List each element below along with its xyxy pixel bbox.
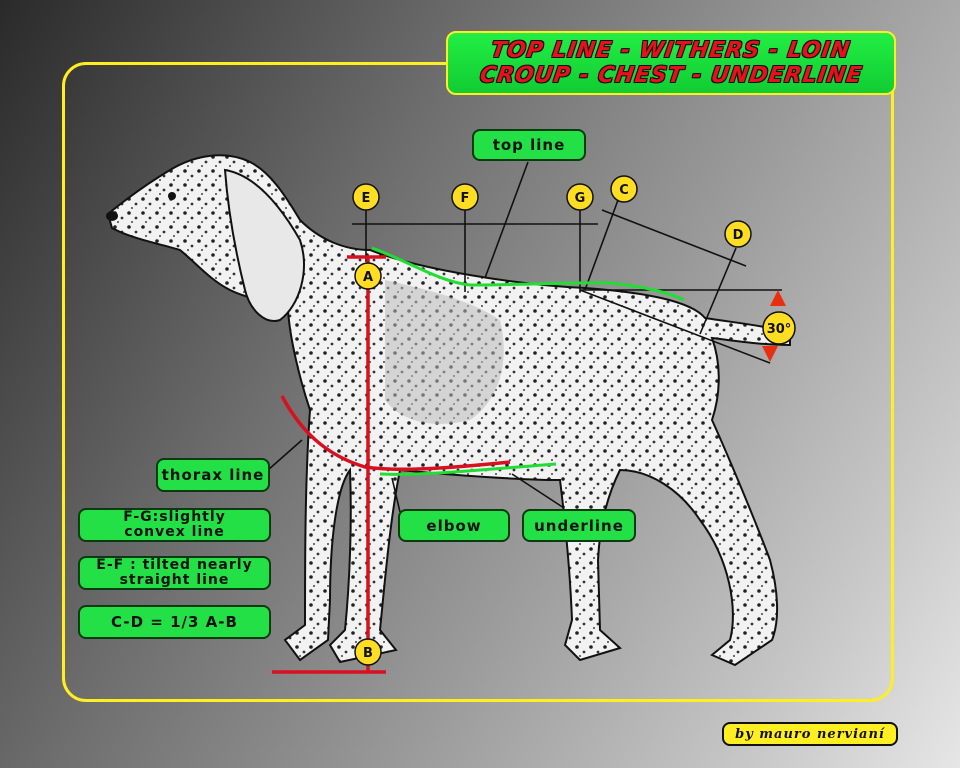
ef-note-line-2: straight line — [119, 572, 230, 588]
point-e: E — [352, 183, 380, 211]
point-c-label: C — [619, 183, 629, 198]
construction-lines — [267, 161, 782, 513]
elbow-pointer — [391, 477, 401, 513]
top-line-label: top line — [472, 129, 586, 161]
title-banner: TOP LINE - WITHERS - LOIN CROUP - CHEST … — [446, 31, 896, 95]
thorax-pointer — [267, 439, 303, 471]
dog-ear — [223, 168, 305, 322]
point-b-label: B — [363, 646, 373, 661]
point-c: C — [610, 175, 638, 203]
croup-angle-line — [579, 289, 771, 364]
elbow-label: elbow — [398, 509, 510, 542]
fg-note-line-1: F-G:slightly — [123, 509, 226, 525]
arrow-up-icon — [770, 290, 786, 306]
dog-nose — [106, 211, 118, 221]
point-f: F — [451, 183, 479, 211]
underline-pointer — [511, 473, 565, 509]
underline-curve — [379, 462, 557, 476]
point-e-label: E — [362, 191, 371, 206]
c-pointer — [584, 199, 619, 291]
cd-note-label: C-D = 1/3 A-B — [78, 605, 271, 639]
dog-illustration — [106, 154, 791, 667]
red-lines — [272, 255, 511, 674]
angle-arrows — [762, 290, 786, 362]
point-d: D — [724, 220, 752, 248]
fg-note-line-2: convex line — [124, 524, 225, 540]
topline-curve — [371, 246, 685, 302]
underline-label: underline — [522, 509, 636, 542]
title-line-1: TOP LINE - WITHERS - LOIN — [489, 38, 853, 63]
point-a: A — [354, 262, 382, 290]
angle-text: 30° — [767, 322, 792, 337]
arrow-down-icon — [762, 346, 778, 362]
point-b: B — [354, 638, 382, 666]
point-g: G — [566, 183, 594, 211]
angle-marker — [762, 311, 796, 345]
dog-eye — [168, 192, 176, 200]
ef-note-line-1: E-F : tilted nearly — [96, 557, 253, 573]
c-d-line — [601, 209, 747, 267]
point-f-label: F — [461, 191, 470, 206]
d-pointer — [699, 247, 737, 335]
author-credit: by mauro nervianí — [722, 722, 898, 746]
green-lines — [371, 246, 685, 476]
point-d-label: D — [733, 228, 744, 243]
point-g-label: G — [575, 191, 586, 206]
thorax-line-label: thorax line — [156, 458, 270, 492]
thorax-curve — [280, 395, 511, 472]
fg-note-label: F-G:slightly convex line — [78, 508, 271, 542]
ef-note-label: E-F : tilted nearly straight line — [78, 556, 271, 590]
point-a-label: A — [363, 270, 373, 285]
point-markers: E F G C D A B — [352, 175, 752, 666]
dog-shoulder-shading — [385, 280, 504, 424]
title-line-2: CROUP - CHEST - UNDERLINE — [478, 63, 864, 88]
top-line-pointer — [484, 161, 529, 279]
